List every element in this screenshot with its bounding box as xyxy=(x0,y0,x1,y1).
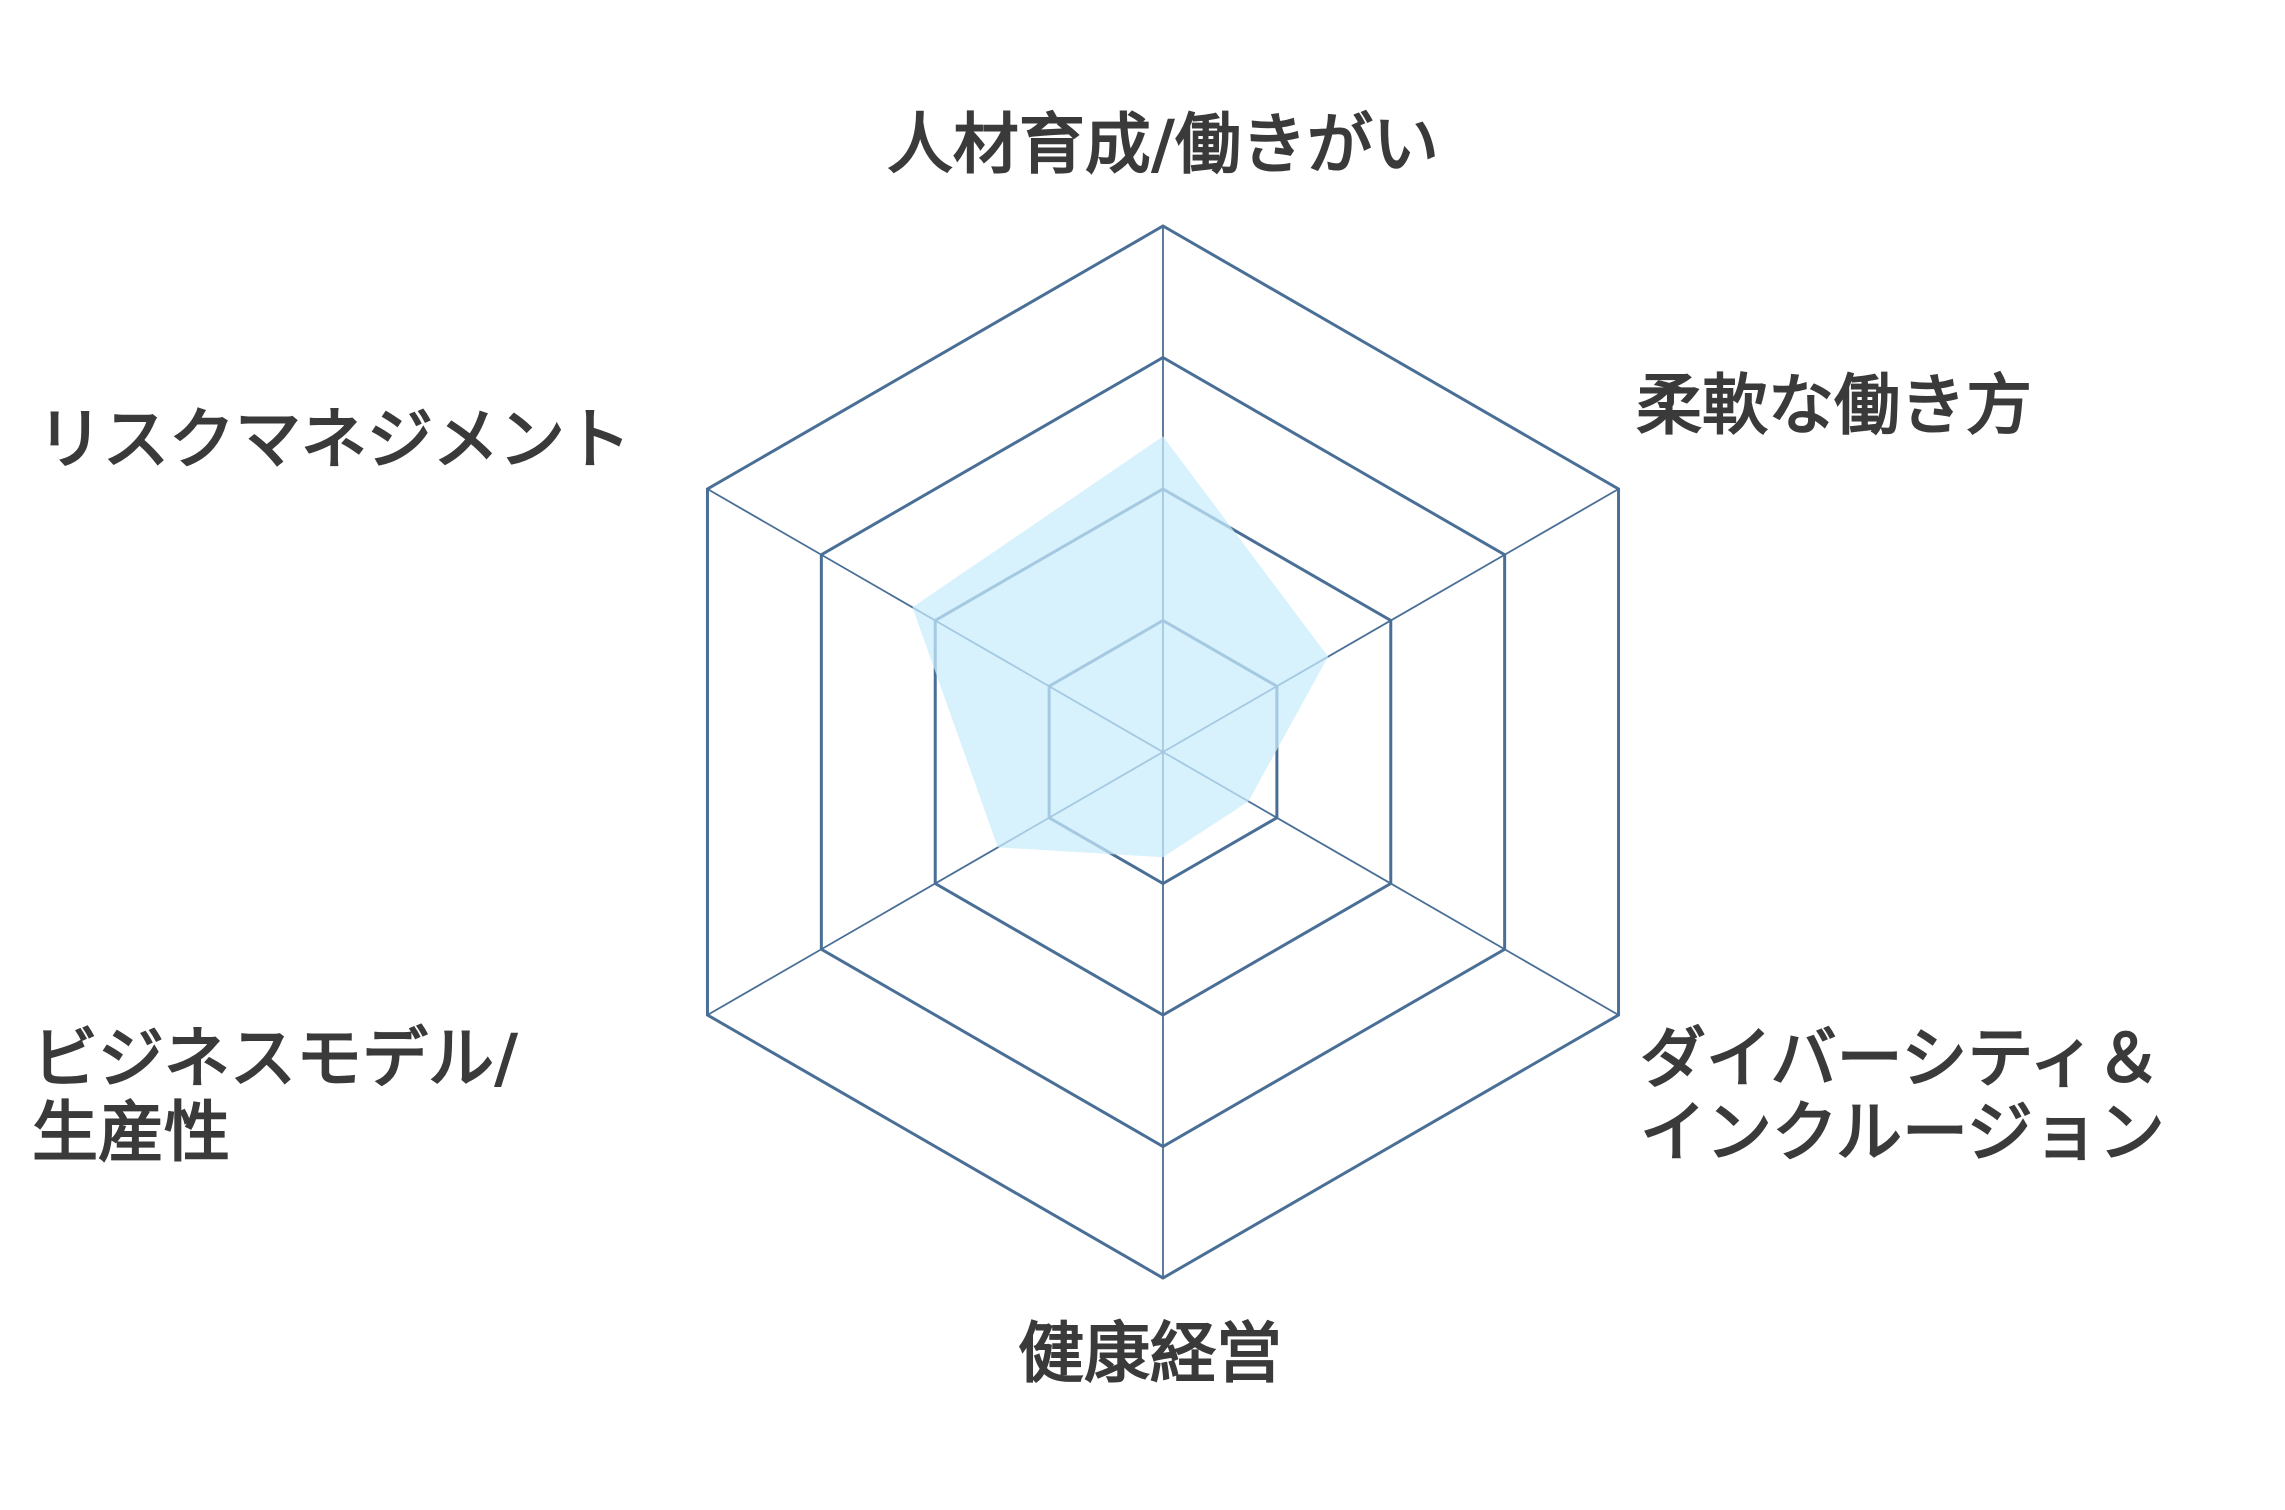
axis-label-risk-management: リスクマネジメント xyxy=(37,401,631,478)
axis-label-flexible-work: 柔軟な働き方 xyxy=(1636,367,2032,444)
axis-label-line: 生産性 xyxy=(32,1094,230,1171)
axis-label-line: ダイバーシティ＆ xyxy=(1640,1020,2161,1097)
axis-label-line: ビジネスモデル/ xyxy=(32,1020,519,1097)
axis-label-line: インクルージョン xyxy=(1640,1094,2165,1171)
axis-label-health-management: 健康経営 xyxy=(1018,1315,1282,1392)
axis-label-hr-development: 人材育成/働きがい xyxy=(887,106,1439,183)
axis-label-diversity-inclusion: ダイバーシティ＆ インクルージョン xyxy=(1640,1020,2184,1171)
axis-label-business-model: ビジネスモデル/ 生産性 xyxy=(32,1020,541,1171)
radar-series xyxy=(912,436,1329,858)
series-area xyxy=(912,436,1329,858)
axis-labels: 人材育成/働きがい 柔軟な働き方 ダイバーシティ＆ インクルージョン 健康経営 … xyxy=(32,106,2184,1392)
